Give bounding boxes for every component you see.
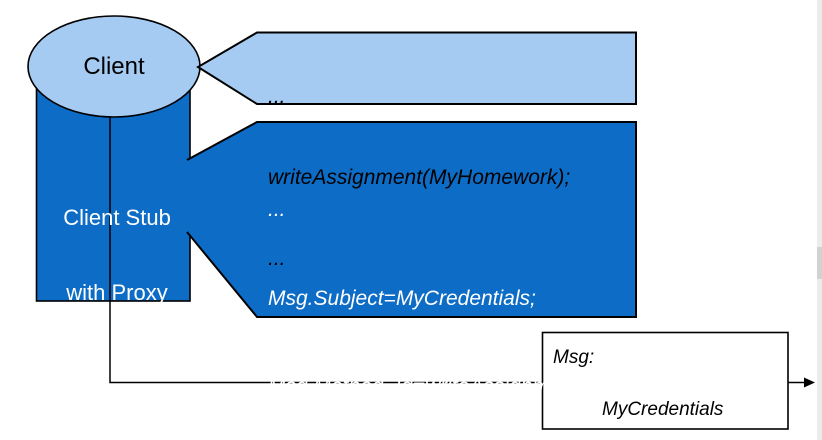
- code-line: writeAssignment(MyHomework);: [268, 166, 571, 189]
- marshal-callout: [187, 122, 636, 317]
- flow-arrowhead-icon: [804, 377, 815, 388]
- code-line: Msg.Method_Id=writeAssignment_Id;: [268, 375, 615, 398]
- call-callout: [196, 31, 637, 105]
- code-line: ...: [268, 85, 286, 108]
- message-box: [541, 331, 789, 430]
- stub-label-line: PEP and PDP): [40, 430, 194, 440]
- code-line: Msg.Subject=MyCredentials;: [268, 286, 536, 310]
- message-box-label: Msg:: [553, 347, 595, 368]
- code-line: ...: [268, 247, 286, 270]
- marshal-callout-outline: [186, 121, 637, 318]
- stub-label-line: with Proxy: [66, 280, 168, 305]
- call-code-snippet: ... writeAssignment(MyHomework); ...: [268, 29, 570, 326]
- code-line: ...: [268, 198, 286, 221]
- client-stub-label: Client Stub with Proxy (here without PEP…: [40, 155, 194, 440]
- message-box-items: MyCredentials writeAssignment_Id MyHomew…: [602, 345, 768, 440]
- stub-label-line: Client Stub: [63, 205, 171, 230]
- scrollbar-track[interactable]: [817, 0, 822, 440]
- scrollbar-thumb[interactable]: [817, 247, 822, 279]
- message-item: MyCredentials: [602, 399, 724, 420]
- stub-label-line: (here without: [53, 355, 181, 380]
- client-label: Client: [83, 53, 145, 80]
- marshal-code-snippet: ... Msg.Subject=MyCredentials; Msg.Metho…: [268, 136, 614, 440]
